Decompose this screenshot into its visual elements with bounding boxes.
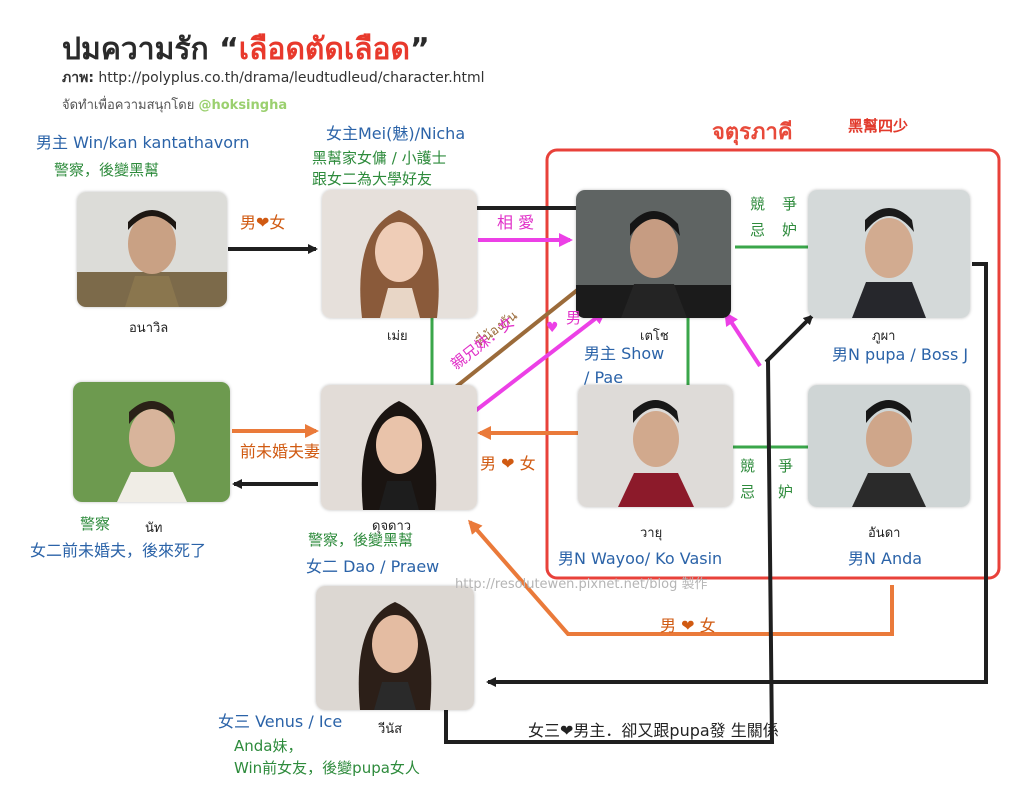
label-show-line2: / Pae xyxy=(584,368,624,387)
label-wayu-thai: วายุ xyxy=(640,526,663,541)
relation-anda-dao: 男 ❤ 女 xyxy=(660,616,716,635)
label-show-thai: เตโช xyxy=(640,329,669,344)
label-nat-thai: นัท xyxy=(145,521,163,536)
credit-line: จัดทำเพื่อความสนุกโดย @hoksingha xyxy=(62,98,288,113)
rival-bot-c: 爭 xyxy=(778,457,794,475)
page-title: ปมความรัก “เลือดตัดเลือด” xyxy=(62,32,430,67)
rival-bot-a: 競 xyxy=(740,457,756,475)
photo-wayu xyxy=(578,385,733,507)
source-url: http://polyplus.co.th/drama/leudtudleud/… xyxy=(98,70,485,86)
label-show-line1: 男主 Show xyxy=(584,344,665,363)
label-nat-line2: 女二前未婚夫，後來死了 xyxy=(30,541,207,560)
label-pupa-line1: 男N pupa / Boss J xyxy=(832,345,969,364)
line-venus-pupa xyxy=(444,359,775,744)
label-nat-line1: 警察 xyxy=(80,515,111,533)
label-venus-line2: Anda妹， xyxy=(234,737,303,755)
label-anda-line1: 男N Anda xyxy=(848,549,923,568)
photo-pupa xyxy=(808,190,970,318)
relation-show-dao-tail: 男 xyxy=(566,309,582,327)
relation-nat-dao: 前未婚夫妻 xyxy=(240,442,321,461)
line-dao-show xyxy=(450,270,602,392)
credit-handle: @hoksingha xyxy=(198,98,288,113)
label-pupa-thai: ภูผา xyxy=(872,329,896,344)
label-win-line1: 男主 Win/kan kantathavorn xyxy=(36,133,250,152)
photo-win xyxy=(77,192,227,307)
label-venus-line1: 女三 Venus / Ice xyxy=(218,712,343,731)
relation-wayu-dao: 男 ❤ 女 xyxy=(480,454,536,473)
label-mei-line1: 女主Mei(魅)/Nicha xyxy=(326,124,466,143)
photo-venus xyxy=(316,586,474,710)
label-mei-thai: เม่ย xyxy=(387,329,408,344)
relation-win-mei: 男❤女 xyxy=(240,213,286,232)
label-anda-thai: อันดา xyxy=(868,526,901,541)
group-frame xyxy=(545,148,1001,580)
arrow-pupa-venus xyxy=(486,262,988,687)
relation-venus-note: 女三❤男主．卻又跟pupa發 生關係 xyxy=(528,721,779,740)
relation-mei-show: 相 愛 xyxy=(497,213,535,232)
label-dao-line2: 女二 Dao / Praew xyxy=(306,557,440,576)
group-subtitle: 黑幫四少 xyxy=(848,117,909,135)
watermark: http://resolutewen.pixnet.net/blog 製作 xyxy=(455,577,708,592)
label-venus-line3: Win前女友，後變pupa女人 xyxy=(234,759,420,777)
label-dao-thai: ดุจดาว xyxy=(372,519,412,534)
group-title: จตุรภาคี xyxy=(712,120,793,145)
arrow-venus-show xyxy=(724,311,762,368)
rival-top-a: 競 xyxy=(750,195,766,213)
label-win-line2: 警察，後變黑幫 xyxy=(54,161,160,179)
rival-bot-b: 忌 xyxy=(740,483,756,501)
arrow-dao-show xyxy=(464,310,607,420)
label-wayu-line1: 男N Wayoo/ Ko Vasin xyxy=(558,549,723,568)
label-mei-line3: 跟女二為大學好友 xyxy=(312,170,433,188)
label-mei-line2: 黑幫家女傭 / 小護士 xyxy=(312,149,447,167)
photo-anda xyxy=(808,385,970,507)
rival-top-d: 妒 xyxy=(782,221,798,239)
rival-bot-d: 妒 xyxy=(778,483,794,501)
rival-top-c: 爭 xyxy=(782,195,798,213)
label-dao-line1: 警察，後變黑幫 xyxy=(308,531,414,549)
photo-nat xyxy=(73,382,230,502)
label-win-thai: อนาวิล xyxy=(129,321,169,336)
label-venus-thai: วีนัส xyxy=(378,722,403,737)
title-highlight: เลือดตัดเลือด xyxy=(238,32,411,67)
photo-dao xyxy=(321,385,477,510)
source-line: ภาพ: http://polyplus.co.th/drama/leudtud… xyxy=(62,70,485,86)
heart-show-dao: ♥ xyxy=(546,320,559,336)
arrow-venus-pupa xyxy=(764,314,814,364)
arrow-anda-dao xyxy=(468,519,894,636)
photo-show xyxy=(576,190,731,318)
rival-top-b: 忌 xyxy=(750,221,766,239)
photo-mei xyxy=(322,190,477,318)
